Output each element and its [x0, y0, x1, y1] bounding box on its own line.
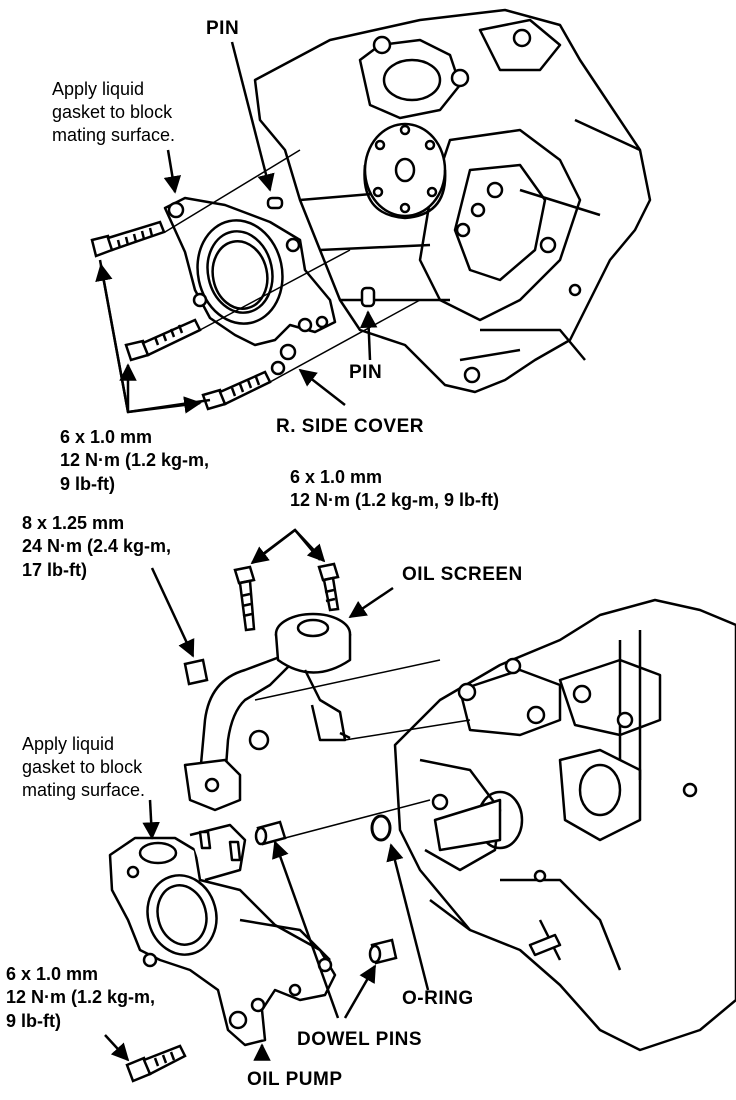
pin-top-shape — [266, 196, 284, 210]
lower-leader-lines — [104, 528, 471, 1062]
cover-bolt-spec: 6 x 1.0 mm 12 N·m (1.2 kg-m, 9 lb-ft) — [60, 426, 209, 496]
pump-bolt-spec: 6 x 1.0 mm 12 N·m (1.2 kg-m, 9 lb-ft) — [6, 963, 155, 1033]
screen-bolts-nut — [183, 562, 340, 686]
cover-bolt-spec-line: 9 lb-ft) — [60, 473, 115, 494]
gasket-note-top-line: Apply liquid — [52, 79, 145, 99]
dowel-pins-label: DOWEL PINS — [297, 1029, 422, 1050]
flywheel-flange — [363, 122, 447, 220]
pin-bottom-label: PIN — [349, 362, 383, 383]
pump-bolt — [125, 1044, 187, 1083]
cover-bolt-spec-line: 12 N·m (1.2 kg-m, — [60, 450, 210, 471]
cover-bolt-spec-line: 6 x 1.0 mm — [60, 427, 153, 447]
oil-screen-label: OIL SCREEN — [402, 564, 523, 585]
screen-nut-spec-line: 17 lb-ft) — [22, 559, 87, 580]
gasket-note-bottom-line: mating surface. — [22, 780, 146, 801]
pin-top-label: PIN — [206, 18, 240, 39]
gasket-note-bottom-line: gasket to block — [22, 757, 143, 778]
cover-bolts — [90, 220, 272, 411]
pin-bottom-shape — [360, 286, 376, 308]
screen-nut-spec: 8 x 1.25 mm 24 N·m (2.4 kg-m, 17 lb-ft) — [22, 512, 171, 582]
pump-bolt-spec-line: 12 N·m (1.2 kg-m, — [6, 987, 156, 1008]
o-ring-shape — [370, 814, 392, 842]
dowel-pins-shape — [254, 820, 398, 965]
engine-block-upper — [253, 8, 652, 394]
gasket-note-bottom-line: Apply liquid — [22, 734, 115, 754]
upper-leader-lines — [95, 41, 421, 414]
oil-screen-shape — [183, 612, 352, 812]
pump-bolt-spec-line: 9 lb-ft) — [6, 1010, 61, 1031]
gasket-note-bottom: Apply liquid gasket to block mating surf… — [22, 733, 145, 802]
gasket-note-top-line: mating surface. — [52, 125, 176, 146]
gasket-note-top-line: gasket to block — [52, 102, 173, 123]
engine-block-lower — [393, 598, 736, 1052]
o-ring-label: O-RING — [402, 988, 474, 1009]
r-side-cover-label: R. SIDE COVER — [276, 416, 424, 437]
screen-bolt-spec: 6 x 1.0 mm 12 N·m (1.2 kg-m, 9 lb-ft) — [290, 466, 499, 513]
oil-pump-label: OIL PUMP — [247, 1069, 343, 1090]
screen-nut-spec-line: 24 N·m (2.4 kg-m, — [22, 536, 172, 557]
pump-bolt-spec-line: 6 x 1.0 mm — [6, 964, 99, 984]
screen-bolt-spec-line: 12 N·m (1.2 kg-m, 9 lb-ft) — [290, 490, 500, 511]
screen-nut-spec-line: 8 x 1.25 mm — [22, 513, 125, 533]
gasket-note-top: Apply liquid gasket to block mating surf… — [52, 78, 175, 147]
screen-bolt-spec-line: 6 x 1.0 mm — [290, 467, 383, 487]
oil-pump-shape — [108, 823, 337, 1047]
